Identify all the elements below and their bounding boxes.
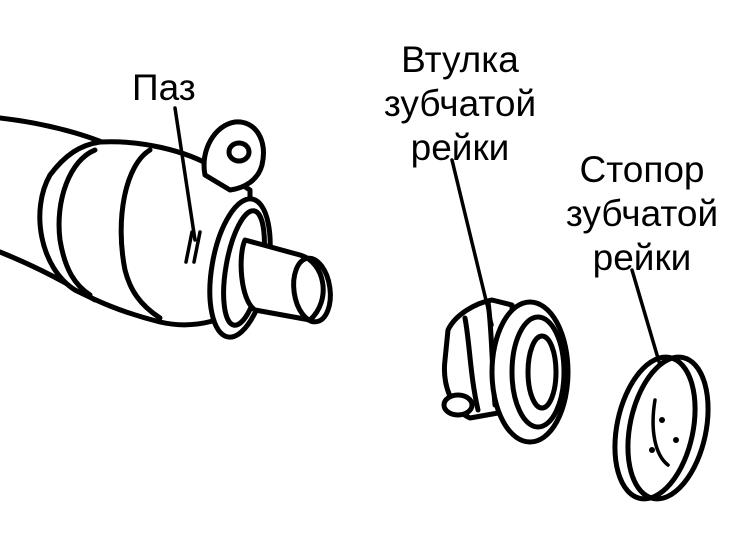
rack-stopper [612,354,711,502]
rack-housing [0,115,333,340]
stopper-label-line-3: рейки [592,237,692,278]
stopper-label-line-1: Стопор [579,149,705,190]
stopper-label-line-2: зубчатой [565,193,719,234]
rack-bushing [441,297,571,445]
bushing-label: Втулка зубчатой рейки [380,38,540,170]
groove-label: Паз [132,67,196,108]
bushing-label-line-2: зубчатой [383,83,537,124]
bushing-label-line-3: рейки [410,127,510,168]
bushing-leader [450,158,494,327]
groove-leader [173,106,197,242]
stopper-label: Стопор зубчатой рейки [562,148,722,280]
stopper-leader [630,268,662,367]
bushing-label-line-1: Втулка [401,39,519,80]
